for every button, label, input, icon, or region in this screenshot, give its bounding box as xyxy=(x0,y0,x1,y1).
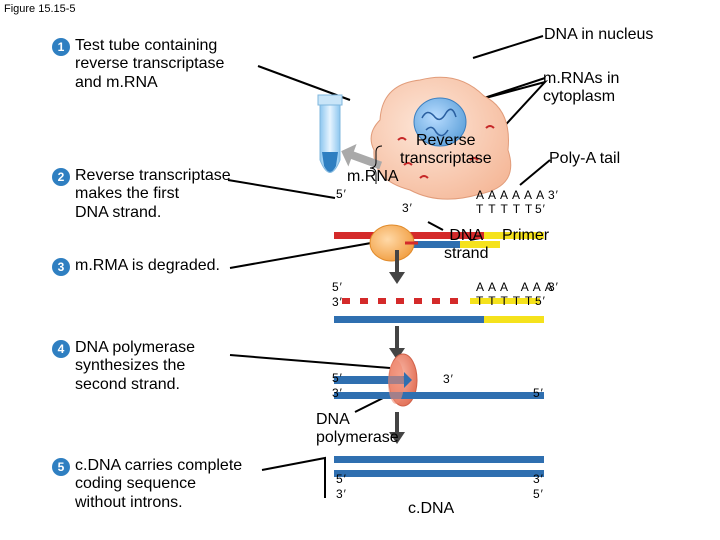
label-mrna: m.RNA xyxy=(347,168,399,185)
label-dna-polymerase: DNA polymerase xyxy=(316,411,399,447)
end-step5-5prime-right: 5′ xyxy=(533,487,544,501)
step4-strands xyxy=(334,353,544,407)
step-1-number: 1 xyxy=(52,38,70,56)
arrow-4-5 xyxy=(389,412,405,444)
label-reverse-transcriptase: Reverse transcriptase xyxy=(400,132,492,168)
leader-step1 xyxy=(257,65,351,101)
step5-cdna xyxy=(334,456,544,477)
test-tube xyxy=(317,94,343,173)
step2-strands xyxy=(334,224,544,262)
figure-label: Figure 15.15-5 xyxy=(4,3,76,15)
step-5-number: 5 xyxy=(52,458,70,476)
leader-mrnas xyxy=(477,77,549,134)
leader-step4 xyxy=(229,354,391,369)
end-step3-3prime: 3′ xyxy=(332,295,343,309)
leader-step2 xyxy=(227,179,336,199)
end-step2-3prime-dna: 3′ xyxy=(402,201,413,215)
label-dna-nucleus: DNA in nucleus xyxy=(544,26,654,43)
label-primer: Primer xyxy=(502,227,550,244)
step-3-number: 3 xyxy=(52,258,70,276)
end-step2-5prime: 5′ xyxy=(336,187,347,201)
step-4-text: DNA polymerase synthesizes the second st… xyxy=(75,339,196,393)
end-step4-3prime-new: 3′ xyxy=(443,372,454,386)
end-step4-3prime: 3′ xyxy=(332,386,343,400)
seq-step3-polya: A A A A A A xyxy=(476,280,554,294)
leader-polya xyxy=(519,159,551,186)
step-1-text: Test tube containing reverse transcripta… xyxy=(75,37,225,91)
cell xyxy=(370,76,512,200)
end-step3-3prime-right: 3′ xyxy=(548,280,559,294)
end-step2-5prime-right: 5′ xyxy=(535,202,546,216)
end-step2-3prime: 3′ xyxy=(548,188,559,202)
end-step3-5prime-right: 5′ xyxy=(535,294,546,308)
label-dna-strand: DNA strand xyxy=(444,227,489,263)
step-2-text: Reverse transcriptase makes the first DN… xyxy=(75,167,231,221)
step-4-number: 4 xyxy=(52,340,70,358)
label-cdna: c.DNA xyxy=(408,500,455,517)
leader-dna-nucleus xyxy=(472,35,544,59)
transfer-arrow xyxy=(341,143,383,170)
leader-step3 xyxy=(229,239,389,269)
step-2-number: 2 xyxy=(52,168,70,186)
seq-step2-polyt: T T T T T xyxy=(476,202,534,216)
end-step5-5prime: 5′ xyxy=(336,472,347,486)
label-mrnas-cytoplasm: m.RNAs in cytoplasm xyxy=(543,70,620,106)
end-step5-3prime-right: 3′ xyxy=(533,472,544,486)
end-step3-5prime: 5′ xyxy=(332,280,343,294)
step-3-text: m.RMA is degraded. xyxy=(75,257,220,274)
arrow-3-4 xyxy=(389,326,405,360)
step3-strands xyxy=(334,298,544,323)
leader-step5 xyxy=(261,456,326,498)
leader-dna-strand xyxy=(427,221,444,231)
seq-step3-polyt: T T T T T xyxy=(476,294,534,308)
seq-step2-polya: A A A A A A xyxy=(476,188,546,202)
brace xyxy=(369,145,383,184)
end-step4-5prime-right: 5′ xyxy=(533,386,544,400)
arrow-2-3 xyxy=(389,250,405,284)
end-step4-5prime: 5′ xyxy=(332,371,343,385)
step-5-text: c.DNA carries complete coding sequence w… xyxy=(75,457,243,511)
label-poly-a-tail: Poly-A tail xyxy=(549,150,621,167)
end-step5-3prime: 3′ xyxy=(336,487,347,501)
